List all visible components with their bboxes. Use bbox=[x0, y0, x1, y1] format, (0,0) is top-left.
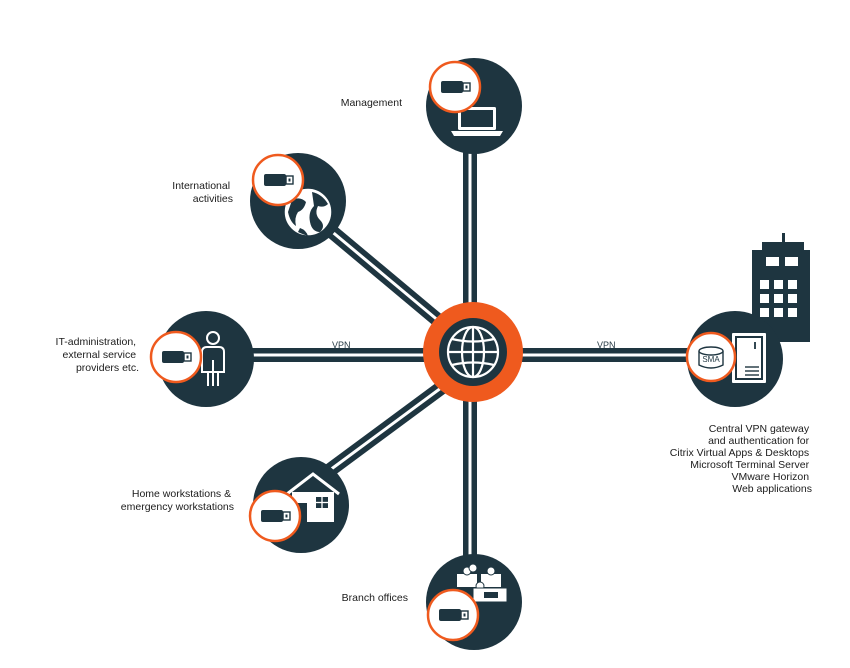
globe-icon bbox=[283, 187, 333, 237]
globe-icon bbox=[446, 325, 500, 379]
node-branch: Branch offices bbox=[342, 554, 522, 650]
usb-token-icon bbox=[263, 173, 294, 187]
sma-label: SMA bbox=[702, 355, 720, 364]
node-international: International activities bbox=[172, 153, 346, 249]
person-icon bbox=[201, 331, 225, 386]
label-line: Home workstations & bbox=[132, 488, 231, 500]
label-line: external service bbox=[63, 349, 137, 361]
laptop-icon bbox=[451, 107, 503, 136]
label-line: emergency workstations bbox=[121, 501, 234, 513]
label-line: Microsoft Terminal Server bbox=[690, 459, 809, 471]
label-line: Central VPN gateway bbox=[709, 423, 810, 435]
vpn-label-right: VPN bbox=[597, 340, 616, 350]
usb-token-icon bbox=[438, 608, 469, 622]
usb-token-icon bbox=[260, 509, 291, 523]
central-hub bbox=[423, 302, 523, 402]
vpn-label-left: VPN bbox=[332, 340, 351, 350]
node-management: Management bbox=[341, 58, 522, 154]
usb-token-badge bbox=[426, 588, 480, 642]
link-home bbox=[325, 379, 450, 476]
label-line: Web applications bbox=[732, 483, 812, 495]
office-team-icon bbox=[457, 563, 508, 603]
label-it-admin: IT-administration, external service prov… bbox=[56, 336, 139, 374]
usb-token-badge bbox=[248, 489, 302, 543]
node-it-admin: IT-administration, external service prov… bbox=[56, 311, 254, 407]
label-management: Management bbox=[341, 97, 402, 109]
usb-token-badge bbox=[251, 153, 305, 207]
server-icon bbox=[732, 333, 766, 383]
label-line: activities bbox=[193, 193, 233, 205]
node-home: Home workstations & emergency workstatio… bbox=[121, 457, 349, 553]
label-line: International bbox=[172, 180, 230, 192]
label-gateway: Central VPN gateway and authentication f… bbox=[670, 423, 812, 495]
label-branch: Branch offices bbox=[342, 592, 408, 604]
link-international bbox=[325, 224, 445, 328]
usb-token-badge bbox=[149, 330, 203, 384]
label-international: International activities bbox=[172, 180, 233, 205]
sma-badge: SMA bbox=[685, 331, 737, 383]
label-home: Home workstations & emergency workstatio… bbox=[121, 488, 234, 513]
label-line: IT-administration, bbox=[56, 336, 137, 348]
label-line: Management bbox=[341, 97, 402, 109]
usb-token-icon bbox=[440, 80, 471, 94]
sma-appliance-icon bbox=[698, 346, 724, 369]
label-line: and authentication for bbox=[708, 435, 809, 447]
label-line: Branch offices bbox=[342, 592, 408, 604]
connection-links: VPN VPN bbox=[245, 148, 690, 560]
node-gateway: SMA Central VPN gateway and authenticati… bbox=[670, 311, 812, 495]
label-line: Citrix Virtual Apps & Desktops bbox=[670, 447, 809, 459]
usb-token-icon bbox=[161, 350, 192, 364]
label-line: VMware Horizon bbox=[731, 471, 809, 483]
label-line: providers etc. bbox=[76, 362, 139, 374]
usb-token-badge bbox=[428, 60, 482, 114]
